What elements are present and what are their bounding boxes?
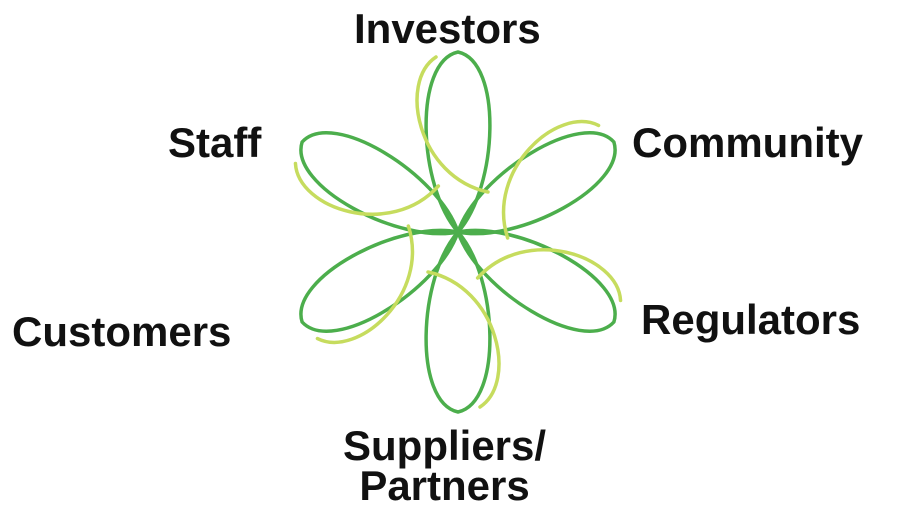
dark-loop-up [424, 50, 492, 235]
label-community: Community [632, 119, 863, 166]
light-arc-upper-right [501, 119, 601, 240]
label-suppliers-partners: Suppliers/ Partners [343, 422, 547, 509]
dark-loop-lower-right [455, 228, 617, 333]
label-investors: Investors [354, 5, 541, 52]
light-arc-lower-right [475, 248, 623, 303]
label-regulators: Regulators [641, 296, 861, 343]
light-green-loops [293, 55, 623, 409]
light-arc-up [415, 55, 490, 194]
dark-loop-lower-left [299, 228, 461, 333]
light-arc-upper-left [293, 161, 441, 216]
light-arc-down [426, 270, 501, 409]
dark-loop-upper-right [455, 131, 617, 236]
dark-loop-upper-left [299, 131, 461, 236]
label-staff: Staff [168, 119, 262, 166]
light-arc-lower-left [315, 224, 415, 345]
dark-green-loops [299, 50, 617, 414]
label-suppliers-line1: Suppliers/ [343, 422, 547, 469]
dark-loop-down [424, 229, 492, 414]
label-customers: Customers [12, 308, 232, 355]
label-suppliers-line2: Partners [359, 462, 530, 509]
